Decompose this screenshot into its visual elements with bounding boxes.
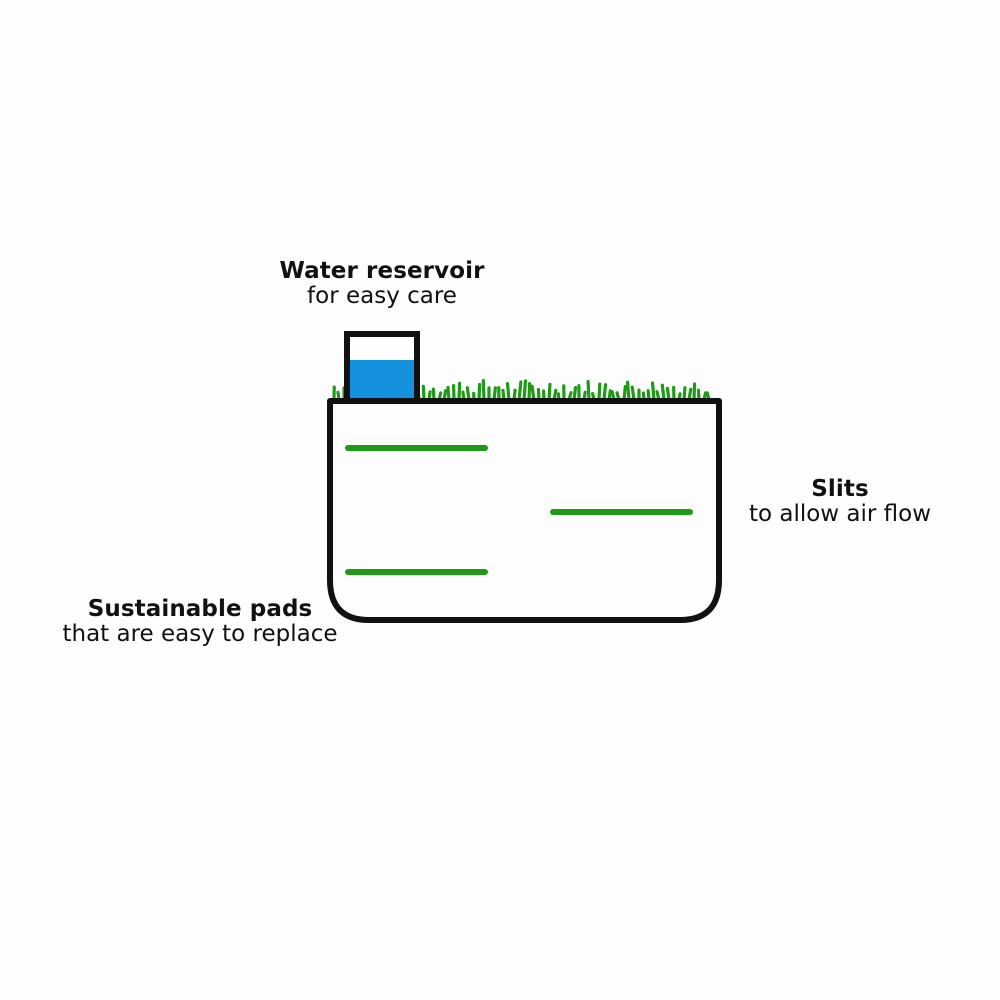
grass-blade (622, 384, 627, 402)
grass-blade (492, 386, 497, 402)
grass-blade (660, 383, 666, 402)
slits-subtitle: to allow air flow (748, 501, 932, 528)
grass-blade (457, 381, 462, 402)
grass-blade (650, 381, 656, 402)
water-reservoir-title: Water reservoir (279, 258, 485, 284)
slits-title: Slits (811, 476, 869, 502)
grass-blade (421, 384, 426, 402)
grass-blade (586, 379, 591, 402)
grass-blade (630, 385, 636, 402)
grass-blade (530, 384, 536, 402)
water-reservoir-outline (344, 331, 420, 398)
water-fill (350, 360, 414, 398)
grass-blade (547, 382, 552, 402)
grass-blade (505, 381, 511, 402)
grass-blade (602, 383, 608, 402)
slits-label: Slits to allow air flow (720, 476, 960, 528)
sustainable-pads-subtitle: that are easy to replace (62, 621, 338, 648)
grass-blade (522, 379, 528, 402)
grass-blade (572, 386, 578, 402)
grass-blade (692, 382, 697, 402)
grass-blade (597, 382, 602, 402)
sustainable-pads-label: Sustainable pads that are easy to replac… (20, 596, 380, 648)
grass-blade (481, 379, 486, 402)
grass-blade (465, 386, 471, 402)
grass-blade (682, 386, 687, 402)
grass-blade (517, 380, 523, 402)
grass-blade (477, 382, 482, 402)
grass-blade (527, 381, 532, 402)
grass-blade (446, 385, 451, 402)
water-reservoir-subtitle: for easy care (307, 283, 457, 310)
planter-box (327, 398, 722, 623)
water-reservoir-label: Water reservoir for easy care (232, 258, 532, 310)
sustainable-pads-title: Sustainable pads (87, 596, 313, 622)
grass-blade (625, 380, 631, 402)
